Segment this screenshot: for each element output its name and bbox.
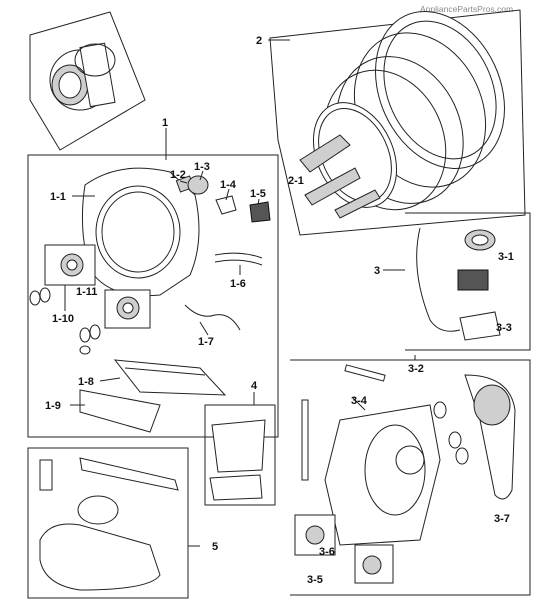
front-assembly-group xyxy=(27,154,279,438)
leader-lines xyxy=(64,39,416,547)
callout-1-7: 1-7 xyxy=(198,336,214,348)
callout-3-5: 3-5 xyxy=(307,574,323,586)
watermark: AppliancePartsPros.com xyxy=(420,4,513,14)
callout-2: 2 xyxy=(256,35,262,47)
callout-3-2: 3-2 xyxy=(408,363,424,375)
callout-3: 3 xyxy=(374,265,380,277)
callout-5: 5 xyxy=(212,541,218,553)
callout-1-8: 1-8 xyxy=(78,376,94,388)
callout-1-3: 1-3 xyxy=(194,161,210,173)
callout-3-6: 3-6 xyxy=(319,546,335,558)
callout-1-5: 1-5 xyxy=(250,188,266,200)
callout-labels: 1 1-1 1-2 1-3 1-4 1-5 1-6 1-7 1-8 1-9 1-… xyxy=(45,35,514,586)
callout-1-9: 1-9 xyxy=(45,400,61,412)
callout-1-6: 1-6 xyxy=(230,278,246,290)
callout-3-7: 3-7 xyxy=(494,513,510,525)
callout-1-1: 1-1 xyxy=(50,191,66,203)
callout-1-10: 1-10 xyxy=(52,313,74,325)
callout-1-4: 1-4 xyxy=(220,179,237,191)
callout-1: 1 xyxy=(162,117,168,129)
drum-assembly-group xyxy=(269,9,526,236)
duct-group xyxy=(27,447,189,599)
callout-1-2: 1-2 xyxy=(170,169,186,181)
callout-1-11: 1-11 xyxy=(76,286,97,298)
thumbnail-overview xyxy=(29,11,146,151)
callout-4: 4 xyxy=(251,380,258,392)
callout-3-1: 3-1 xyxy=(498,251,514,263)
filter-group xyxy=(204,404,276,506)
callout-2-1: 2-1 xyxy=(288,175,304,187)
callout-3-3: 3-3 xyxy=(496,322,512,334)
rear-assembly-group xyxy=(290,212,531,596)
callout-3-4: 3-4 xyxy=(351,395,368,407)
